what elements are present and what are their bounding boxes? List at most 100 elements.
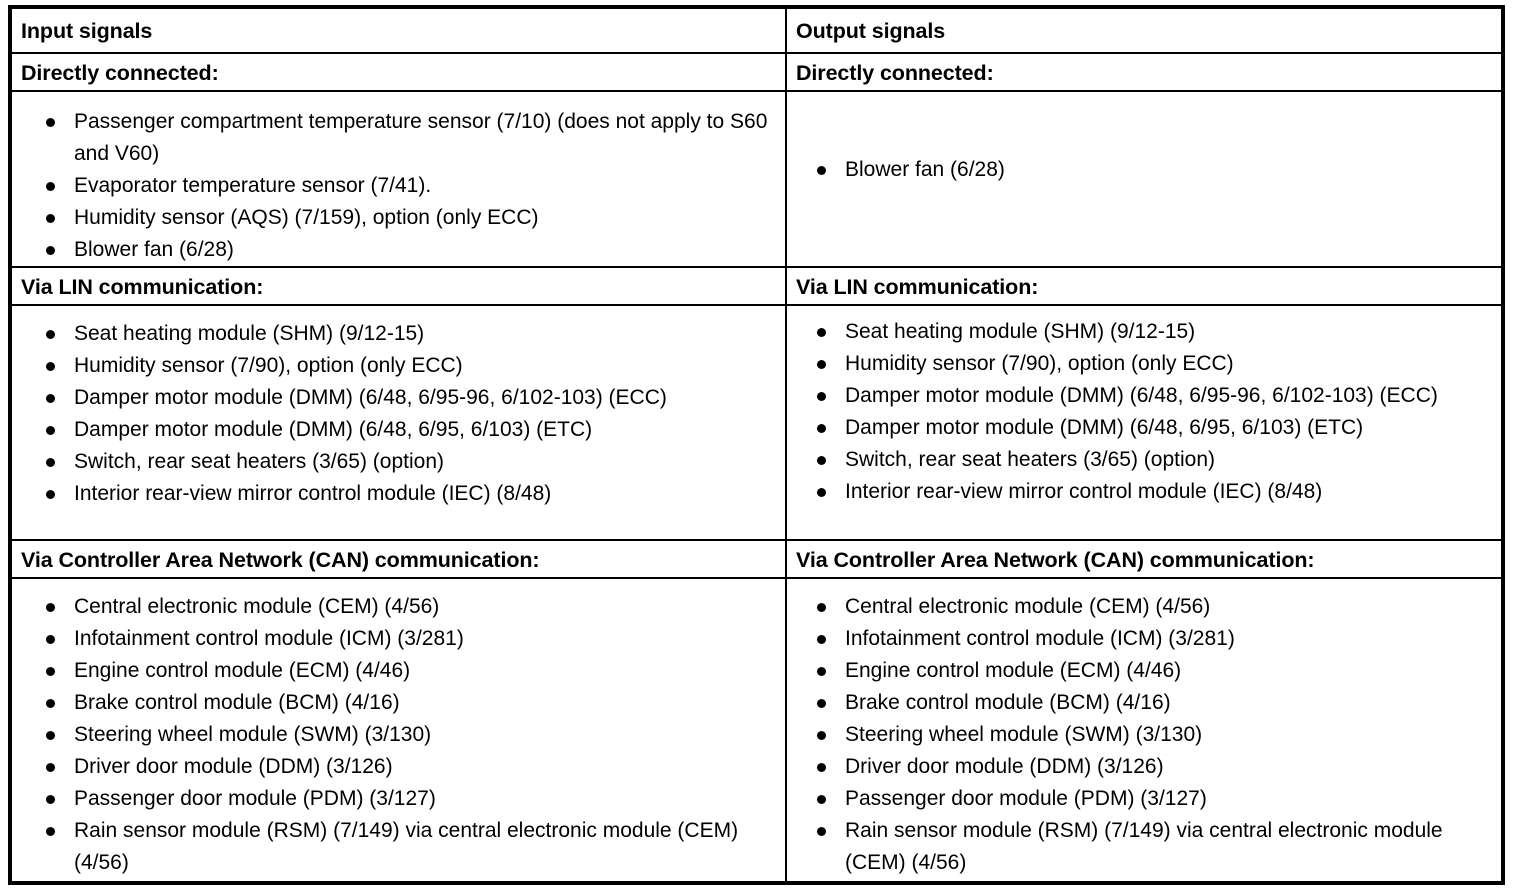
list-via-lin-output: Seat heating module (SHM) (9/12-15) Humi… [787,306,1501,508]
section-heading-right-via-lin: Via LIN communication: [796,275,1039,299]
bullet-icon [46,603,55,612]
section-body-cell-left-via-can: Central electronic module (CEM) (4/56) I… [12,579,787,881]
header-cell-input: Input signals [12,9,787,52]
list-item: Interior rear-view mirror control module… [817,476,1491,508]
bullet-icon [46,731,55,740]
bullet-icon [46,458,55,467]
bullet-icon [817,456,826,465]
list-item: Rain sensor module (RSM) (7/149) via cen… [817,815,1491,879]
list-item: Infotainment control module (ICM) (3/281… [46,623,775,655]
section-heading-cell-right-directly-connected: Directly connected: [787,54,1501,90]
list-item-label: Switch, rear seat heaters (3/65) (option… [74,450,445,473]
list-item: Central electronic module (CEM) (4/56) [817,591,1491,623]
list-item-label: Rain sensor module (RSM) (7/149) via cen… [74,819,739,874]
bullet-icon [817,603,826,612]
list-item-label: Seat heating module (SHM) (9/12-15) [845,320,1196,343]
list-item: Brake control module (BCM) (4/16) [46,687,775,719]
list-item: Central electronic module (CEM) (4/56) [46,591,775,623]
list-item-label: Central electronic module (CEM) (4/56) [74,595,440,618]
list-item-label: Seat heating module (SHM) (9/12-15) [74,322,425,345]
bullet-icon [817,166,826,175]
list-item: Damper motor module (DMM) (6/48, 6/95-96… [817,380,1491,412]
list-item-label: Infotainment control module (ICM) (3/281… [845,627,1235,650]
list-item: Humidity sensor (7/90), option (only ECC… [817,348,1491,380]
bullet-icon [817,392,826,401]
list-item-label: Passenger door module (PDM) (3/127) [845,787,1207,810]
section-heading-cell-right-via-lin: Via LIN communication: [787,268,1501,304]
table-header-row: Input signals Output signals [12,9,1501,54]
list-directly-connected-output: Blower fan (6/28) [787,140,1501,186]
bullet-icon [817,667,826,676]
section-heading-row-via-lin: Via LIN communication: Via LIN communica… [12,268,1501,306]
section-heading-cell-right-via-can: Via Controller Area Network (CAN) commun… [787,541,1501,577]
list-item-label: Interior rear-view mirror control module… [845,480,1323,503]
bullet-icon [817,635,826,644]
section-heading-cell-left-via-can: Via Controller Area Network (CAN) commun… [12,541,787,577]
bullet-icon [46,763,55,772]
bullet-icon [817,731,826,740]
list-item: Infotainment control module (ICM) (3/281… [817,623,1491,655]
list-item-label: Brake control module (BCM) (4/16) [845,691,1171,714]
bullet-icon [817,795,826,804]
list-item: Switch, rear seat heaters (3/65) (option… [46,446,775,478]
bullet-icon [817,488,826,497]
list-item-label: Driver door module (DDM) (3/126) [845,755,1164,778]
list-item: Humidity sensor (7/90), option (only ECC… [46,350,775,382]
column-header-output-signals: Output signals [796,19,946,43]
list-item: Steering wheel module (SWM) (3/130) [46,719,775,751]
list-item-label: Steering wheel module (SWM) (3/130) [845,723,1203,746]
vertical-spacer [787,92,1501,140]
section-heading-right-directly-connected: Directly connected: [796,61,994,85]
list-via-can-output: Central electronic module (CEM) (4/56) I… [787,579,1501,879]
section-body-cell-right-via-can: Central electronic module (CEM) (4/56) I… [787,579,1501,881]
signal-table: Input signals Output signals Directly co… [8,5,1505,885]
section-heading-row-directly-connected: Directly connected: Directly connected: [12,54,1501,92]
list-item-label: Brake control module (BCM) (4/16) [74,691,400,714]
list-item: Blower fan (6/28) [46,234,775,266]
section-heading-cell-left-via-lin: Via LIN communication: [12,268,787,304]
header-cell-output: Output signals [787,9,1501,52]
bullet-icon [46,246,55,255]
list-item: Seat heating module (SHM) (9/12-15) [817,316,1491,348]
list-item-label: Interior rear-view mirror control module… [74,482,552,505]
bullet-icon [46,667,55,676]
list-item: Rain sensor module (RSM) (7/149) via cen… [46,815,775,879]
list-item-label: Damper motor module (DMM) (6/48, 6/95, 6… [845,416,1364,439]
section-body-row-directly-connected: Passenger compartment temperature sensor… [12,92,1501,268]
section-heading-left-directly-connected: Directly connected: [21,61,219,85]
list-item-label: Evaporator temperature sensor (7/41). [74,174,432,197]
list-item: Blower fan (6/28) [817,154,1491,186]
list-item-label: Passenger compartment temperature sensor… [74,110,768,165]
section-body-row-via-can: Central electronic module (CEM) (4/56) I… [12,579,1501,881]
bullet-icon [46,214,55,223]
list-item: Seat heating module (SHM) (9/12-15) [46,318,775,350]
list-item-label: Steering wheel module (SWM) (3/130) [74,723,432,746]
list-item-label: Central electronic module (CEM) (4/56) [845,595,1211,618]
bullet-icon [817,763,826,772]
list-item: Steering wheel module (SWM) (3/130) [817,719,1491,751]
section-body-cell-right-via-lin: Seat heating module (SHM) (9/12-15) Humi… [787,306,1501,539]
column-header-input-signals: Input signals [21,19,153,43]
section-heading-left-via-lin: Via LIN communication: [21,275,264,299]
list-item-label: Damper motor module (DMM) (6/48, 6/95, 6… [74,418,593,441]
list-item: Brake control module (BCM) (4/16) [817,687,1491,719]
list-item: Passenger door module (PDM) (3/127) [817,783,1491,815]
bullet-icon [46,118,55,127]
list-item-label: Driver door module (DDM) (3/126) [74,755,393,778]
list-item: Damper motor module (DMM) (6/48, 6/95-96… [46,382,775,414]
list-item: Evaporator temperature sensor (7/41). [46,170,775,202]
list-item: Damper motor module (DMM) (6/48, 6/95, 6… [817,412,1491,444]
bullet-icon [46,330,55,339]
list-item-label: Damper motor module (DMM) (6/48, 6/95-96… [845,384,1438,407]
list-item: Passenger door module (PDM) (3/127) [46,783,775,815]
list-item: Humidity sensor (AQS) (7/159), option (o… [46,202,775,234]
section-heading-right-via-can: Via Controller Area Network (CAN) commun… [796,548,1315,572]
list-item: Engine control module (ECM) (4/46) [46,655,775,687]
bullet-icon [46,362,55,371]
section-body-cell-left-via-lin: Seat heating module (SHM) (9/12-15) Humi… [12,306,787,539]
bullet-icon [817,827,826,836]
list-item: Switch, rear seat heaters (3/65) (option… [817,444,1491,476]
bullet-icon [46,635,55,644]
list-item-label: Switch, rear seat heaters (3/65) (option… [845,448,1216,471]
